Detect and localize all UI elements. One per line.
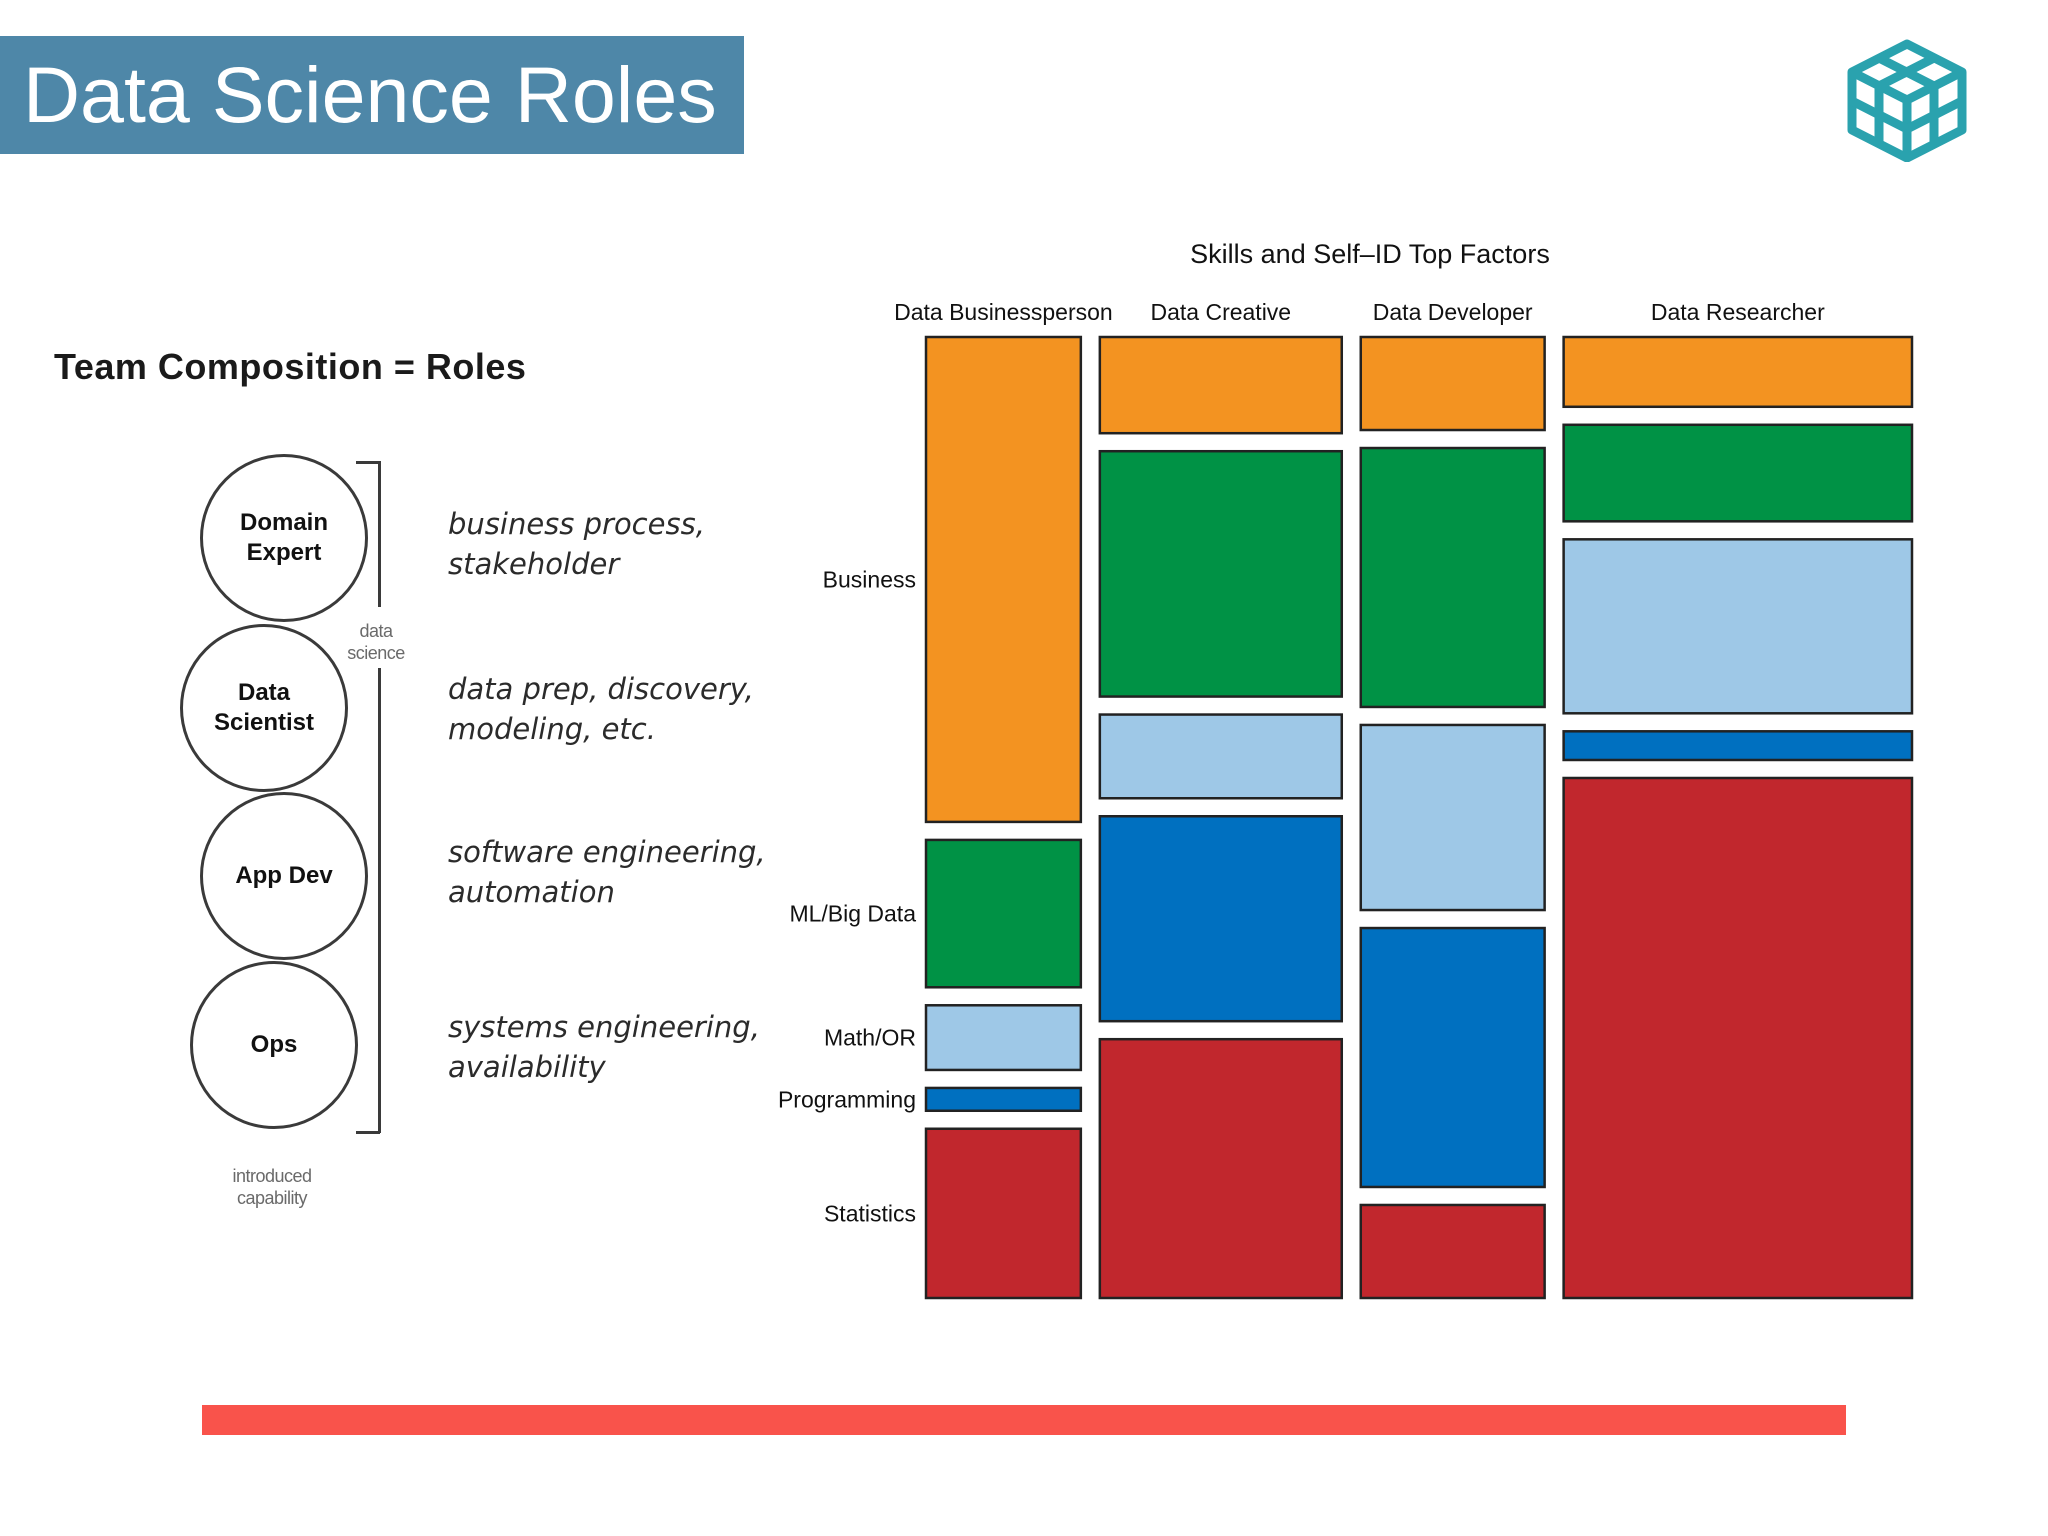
mosaic-cell-data-developer-statistics [1359, 1203, 1546, 1300]
column-label-data-creative: Data Creative [1150, 299, 1291, 325]
mosaic-cell-data-businessperson-statistics [924, 1127, 1083, 1300]
role-description-app-dev: software engineering, automation [448, 835, 766, 909]
row-label-math-or: Math/OR [824, 1025, 916, 1051]
mosaic-cell-data-researcher-programming [1562, 730, 1914, 762]
data-science-note: data science [347, 621, 405, 663]
column-label-data-researcher: Data Researcher [1651, 299, 1825, 325]
introduced-capability-note: introduced capability [232, 1166, 312, 1208]
role-description-data-scientist: data prep, discovery, modeling, etc. [448, 672, 754, 746]
title-banner [0, 36, 744, 154]
row-label-statistics: Statistics [824, 1200, 916, 1226]
role-circle-data-scientist: Data Scientist [180, 624, 348, 792]
mosaic-cell-data-researcher-math-or [1562, 538, 1914, 715]
row-label-ml-big-data: ML/Big Data [789, 901, 916, 927]
mosaic-cell-data-researcher-ml-big-data [1562, 423, 1914, 523]
bracket-upper [378, 461, 381, 607]
slide-title: Data Science Roles [23, 50, 717, 139]
mosaic-cell-data-researcher-statistics [1562, 776, 1914, 1300]
role-circle-ops: Ops [190, 961, 358, 1129]
mosaic-cell-data-developer-ml-big-data [1359, 446, 1546, 709]
mosaic-cell-data-businessperson-ml-big-data [924, 838, 1083, 989]
bracket-bottom [356, 1131, 380, 1134]
row-label-business: Business [823, 566, 916, 592]
mosaic-cell-data-creative-ml-big-data [1098, 449, 1344, 698]
mosaic-cell-data-developer-business [1359, 335, 1546, 432]
column-label-data-businessperson: Data Businessperson [894, 299, 1113, 325]
mosaic-cell-data-businessperson-math-or [924, 1004, 1083, 1072]
mosaic-cell-data-creative-statistics [1098, 1037, 1344, 1300]
bottom-accent-bar [202, 1405, 1846, 1435]
role-description-ops: systems engineering, availability [448, 1010, 760, 1084]
mosaic-cell-data-creative-programming [1098, 815, 1344, 1023]
chart-title: Skills and Self–ID Top Factors [1190, 239, 1550, 269]
mosaic-cell-data-businessperson-programming [924, 1086, 1083, 1113]
bracket-top [356, 461, 380, 464]
role-description-domain-expert: business process, stakeholder [448, 507, 705, 581]
row-label-programming: Programming [778, 1086, 916, 1112]
column-label-data-developer: Data Developer [1373, 299, 1533, 325]
mosaic-cell-data-developer-programming [1359, 926, 1546, 1189]
cube-logo-icon [1847, 39, 1967, 162]
team-composition-heading: Team Composition = Roles [54, 346, 527, 387]
mosaic-cell-data-businessperson-business [924, 335, 1083, 824]
mosaic-cell-data-creative-math-or [1098, 713, 1344, 800]
mosaic-cell-data-developer-math-or [1359, 723, 1546, 912]
role-circle-app-dev: App Dev [200, 792, 368, 960]
bracket-lower [378, 668, 381, 1133]
role-circle-domain-expert: Domain Expert [200, 454, 368, 622]
mosaic-cell-data-researcher-business [1562, 335, 1914, 409]
mosaic-cell-data-creative-business [1098, 335, 1344, 435]
